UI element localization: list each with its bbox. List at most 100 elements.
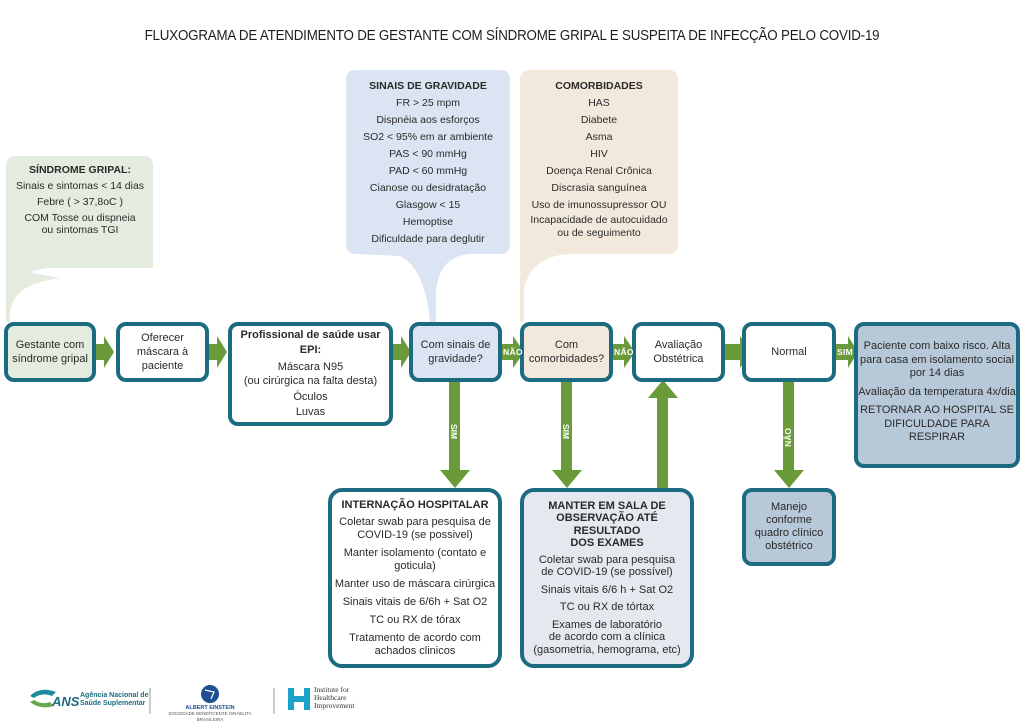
node-text: (ou cirúrgica na falta desta) bbox=[243, 375, 378, 387]
node-text: para casa em isolamento social bbox=[859, 353, 1015, 366]
callout-line: FR > 25 mpm bbox=[396, 97, 460, 109]
node-text: Gestante com bbox=[15, 339, 85, 351]
callout-line: ou de seguimento bbox=[557, 227, 641, 239]
arrow-comorb-avaliacao bbox=[613, 336, 635, 368]
node-text: goticula) bbox=[394, 559, 436, 572]
node-text: por 14 dias bbox=[909, 367, 965, 379]
arrow-gravidade-internacao bbox=[440, 380, 470, 488]
node-text: Máscara N95 bbox=[277, 361, 344, 373]
callout-line: PAD < 60 mmHg bbox=[388, 165, 468, 177]
node-text: Normal bbox=[771, 346, 807, 358]
node-text: quadro clínico bbox=[754, 527, 824, 539]
node-gestante-sindrome-gripal[interactable]: Gestante com síndrome gripal bbox=[4, 322, 96, 382]
node-manejo-obstetrico[interactable]: Manejo conforme quadro clínico obstétric… bbox=[742, 488, 836, 566]
ihi-line: Institute for bbox=[314, 685, 350, 694]
ans-subtitle-line: Saúde Suplementar bbox=[80, 700, 146, 707]
node-text: paciente bbox=[141, 360, 184, 372]
node-text: TC ou RX de tórax bbox=[369, 613, 461, 626]
arrow-normal-alta bbox=[836, 336, 858, 368]
callout-gravidade-shape bbox=[346, 70, 510, 322]
einstein-tagline: SOCIEDADE BENEFICENTE ISRAELITA BRASILEI… bbox=[168, 711, 252, 722]
node-text: (gasometria, hemograma, etc) bbox=[533, 643, 681, 656]
callout-line: Uso de imunossupressor OU bbox=[531, 199, 667, 211]
node-com-comorbidades[interactable]: Com comorbidades? bbox=[520, 322, 613, 382]
arrow-normal-manejo bbox=[774, 380, 804, 488]
callout-line: Cianose ou desidratação bbox=[369, 182, 487, 194]
page-title: FLUXOGRAMA DE ATENDIMENTO DE GESTANTE CO… bbox=[144, 28, 880, 44]
callout-sindrome-shape bbox=[6, 156, 153, 322]
node-text: TC ou RX de tórtax bbox=[559, 601, 655, 614]
ihi-logo-icon bbox=[288, 688, 310, 710]
node-text: máscara à bbox=[136, 346, 189, 358]
footer-logos: ANS Agência Nacional de Saúde Suplementa… bbox=[0, 680, 400, 722]
node-text: Tratamento de acordo com bbox=[349, 631, 481, 644]
node-text: Exames de laboratório bbox=[551, 618, 663, 631]
callout-line: Diabete bbox=[580, 114, 618, 126]
node-sala-observacao[interactable]: MANTER EM SALA DE OBSERVAÇÃO ATÉ RESULTA… bbox=[520, 488, 694, 668]
callout-line: ou sintomas TGI bbox=[41, 224, 119, 236]
ans-logo-text: ANS bbox=[52, 694, 80, 709]
label-nao-gravidade: NÃO bbox=[503, 347, 523, 357]
node-text: síndrome gripal bbox=[12, 353, 88, 365]
callout-line: SO2 < 95% em ar ambiente bbox=[363, 131, 493, 143]
label-nao-comorbidades: NÃO bbox=[614, 347, 634, 357]
einstein-logo-icon bbox=[201, 685, 219, 703]
node-text: de COVID-19 (se possível) bbox=[541, 566, 673, 579]
callout-line: Hemoptise bbox=[402, 216, 454, 228]
ans-logo-subtitle: Agência Nacional de Saúde Suplementar bbox=[80, 692, 148, 708]
callout-line: Glasgow < 15 bbox=[395, 199, 461, 211]
arrow-mascara-epi bbox=[209, 336, 227, 368]
callout-line: Sinais e sintomas < 14 dias bbox=[15, 180, 145, 192]
node-text: conforme bbox=[766, 514, 812, 526]
node-text: Coletar swab para pesquisa bbox=[538, 553, 676, 566]
label-sim-comorbidades: SIM bbox=[561, 424, 571, 440]
node-com-sinais-gravidade[interactable]: Com sinais de gravidade? bbox=[409, 322, 502, 382]
node-text: Manter isolamento (contato e bbox=[343, 546, 487, 559]
node-text: Com sinais de bbox=[420, 339, 491, 351]
node-text: obstétrico bbox=[765, 540, 813, 552]
callout-heading: SÍNDROME GRIPAL: bbox=[29, 164, 131, 176]
node-internacao-hospitalar[interactable]: INTERNAÇÃO HOSPITALAR Coletar swab para … bbox=[328, 488, 502, 668]
callout-line: HAS bbox=[588, 97, 610, 109]
node-profissional-epi[interactable]: Profissional de saúde usar EPI: Máscara … bbox=[228, 322, 393, 426]
callout-sinais-gravidade: SINAIS DE GRAVIDADE FR > 25 mpm Dispnéia… bbox=[346, 78, 510, 248]
node-text: gravidade? bbox=[428, 353, 483, 365]
callout-comorbidades: COMORBIDADES HAS Diabete Asma HIV Doença… bbox=[520, 78, 678, 240]
node-text: Sinais vitais de 6/6h + Sat O2 bbox=[342, 595, 488, 608]
node-warning: DIFICULDADE PARA RESPIRAR bbox=[884, 417, 990, 444]
callout-sindrome-gripal: SÍNDROME GRIPAL: Sinais e sintomas < 14 … bbox=[8, 162, 152, 236]
arrow-gestante-mascara bbox=[96, 336, 114, 368]
callout-line: Febre ( > 37,8oC ) bbox=[36, 196, 124, 208]
node-text: Oferecer bbox=[141, 332, 184, 344]
node-normal[interactable]: Normal bbox=[742, 322, 836, 382]
callout-line: Dificuldade para deglutir bbox=[371, 233, 485, 245]
node-oferecer-mascara[interactable]: Oferecer máscara à paciente bbox=[116, 322, 209, 382]
node-alta-baixo-risco[interactable]: Paciente com baixo risco. Alta para casa… bbox=[854, 322, 1020, 468]
callout-line: Incapacidade de autocuidado bbox=[530, 214, 668, 226]
callout-heading: COMORBIDADES bbox=[555, 80, 643, 92]
node-text: Paciente com baixo risco. Alta bbox=[863, 340, 1011, 352]
ihi-logo-text: Institute for Healthcare Improvement bbox=[314, 686, 354, 710]
node-heading: Profissional de saúde usar EPI: bbox=[240, 329, 381, 356]
arrow-gravidade-comorb bbox=[502, 336, 524, 368]
callout-comorb-shape bbox=[520, 70, 678, 322]
node-text: Luvas bbox=[295, 406, 326, 418]
node-text: de acordo com a clínica bbox=[548, 631, 666, 644]
callout-line: PAS < 90 mmHg bbox=[389, 148, 467, 160]
logo-graphics bbox=[30, 685, 310, 714]
node-text: Óculos bbox=[293, 391, 328, 403]
ans-logo-icon bbox=[30, 689, 56, 708]
callout-line: Dispnéia aos esforços bbox=[376, 114, 480, 126]
node-heading: INTERNAÇÃO HOSPITALAR bbox=[341, 498, 489, 511]
arrow-epi-gravidade bbox=[393, 336, 411, 368]
callout-line: HIV bbox=[590, 148, 608, 160]
node-text: Obstétrica bbox=[653, 353, 704, 365]
callout-line: COM Tosse ou dispneia bbox=[24, 212, 136, 224]
node-warning: RETORNAR AO HOSPITAL SE bbox=[860, 404, 1014, 416]
label-sim-normal: SIM bbox=[837, 347, 854, 357]
einstein-name: ALBERT EINSTEIN bbox=[185, 705, 235, 711]
node-avaliacao-obstetrica[interactable]: Avaliação Obstétrica bbox=[632, 322, 725, 382]
node-text: achados clinicos bbox=[374, 644, 456, 657]
ans-subtitle-line: Agência Nacional de bbox=[80, 692, 149, 699]
